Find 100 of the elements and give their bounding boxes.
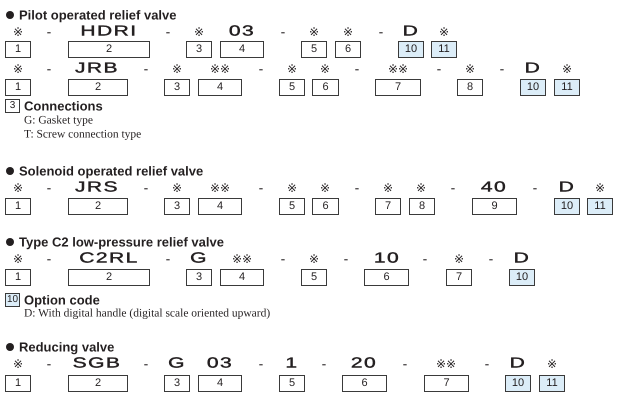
code-hyphen: - (166, 252, 170, 266)
position-number-box: 1 (5, 198, 31, 215)
code-placeholder-mark: ※※ (232, 252, 252, 266)
code-placeholder-mark: ※ (12, 181, 24, 195)
code-hyphen: - (532, 180, 538, 196)
code-hyphen: - (422, 252, 428, 266)
position-number-box: 2 (68, 375, 128, 392)
code-hyphen: - (258, 180, 264, 196)
model-code-text: 40 (480, 180, 508, 196)
code-placeholder-mark: ※ (320, 62, 330, 76)
code-hyphen: - (436, 62, 442, 76)
code-placeholder-mark: ※ (308, 252, 320, 266)
code-hyphen: - (144, 356, 148, 372)
option-description: T: Screw connection type (24, 128, 142, 142)
code-hyphen: - (46, 356, 52, 372)
code-placeholder-mark: ※ (308, 25, 320, 39)
position-number-box: 11 (431, 41, 457, 58)
position-number-box: 2 (68, 79, 128, 96)
code-hyphen: - (46, 252, 52, 266)
code-placeholder-mark: ※ (454, 252, 464, 266)
code-placeholder-mark: ※ (286, 62, 298, 76)
position-number-box: 4 (220, 269, 264, 286)
code-hyphen: - (46, 24, 52, 40)
model-code-text: JRB (74, 62, 120, 76)
code-hyphen: - (280, 24, 286, 40)
model-code-text: SGB (72, 356, 122, 372)
code-placeholder-mark: ※ (562, 62, 572, 76)
position-number-box: 4 (198, 198, 242, 215)
code-placeholder-mark: ※ (194, 25, 204, 39)
code-placeholder-mark: ※ (464, 62, 476, 76)
model-code-text: 1 (285, 356, 299, 372)
code-placeholder-mark: ※※ (210, 62, 230, 76)
position-number-box: 10 (505, 375, 531, 392)
position-number-box: 5 (279, 375, 305, 392)
code-hyphen: - (144, 180, 148, 196)
position-number-box: 1 (5, 41, 31, 58)
section-heading: Solenoid operated relief valve (19, 164, 204, 178)
code-placeholder-mark: ※ (594, 181, 606, 195)
code-placeholder-mark: ※ (342, 25, 354, 39)
code-hyphen: - (258, 62, 264, 76)
position-number-box: 11 (587, 198, 613, 215)
position-number-box: 3 (186, 269, 212, 286)
position-number-box: 7 (446, 269, 472, 286)
model-code-text: G (168, 356, 186, 372)
code-hyphen: - (354, 62, 360, 76)
position-number-box: 11 (554, 79, 580, 96)
position-number-box: 7 (375, 79, 421, 96)
code-hyphen: - (322, 356, 326, 372)
section-heading: Type C2 low-pressure relief valve (19, 234, 224, 250)
position-number-box: 2 (68, 269, 150, 286)
code-hyphen: - (280, 252, 286, 266)
position-number-box: 5 (279, 79, 305, 96)
model-code-text: 10 (374, 252, 400, 266)
code-hyphen: - (402, 356, 408, 372)
code-placeholder-mark: ※ (320, 181, 330, 195)
field-heading: Connections (24, 98, 103, 114)
position-number-box: 3 (164, 375, 190, 392)
model-code-text: D (510, 356, 526, 372)
model-code-text: G (190, 252, 208, 266)
position-number-box: 4 (198, 79, 242, 96)
code-placeholder-mark: ※ (286, 181, 298, 195)
position-number-box: 10 (520, 79, 546, 96)
position-number-box: 3 (164, 198, 190, 215)
position-number-box: 7 (424, 375, 469, 392)
code-placeholder-mark: ※※ (436, 357, 456, 371)
position-number-box: 6 (312, 79, 339, 96)
code-hyphen: - (488, 252, 494, 266)
position-number-box: 5 (279, 198, 305, 215)
position-number-box: 3 (164, 79, 190, 96)
code-hyphen: - (46, 180, 52, 196)
position-number-box: 5 (301, 41, 327, 58)
position-number-box: 6 (335, 41, 361, 58)
code-hyphen: - (484, 356, 490, 372)
position-number-box: 3 (5, 99, 20, 113)
position-number-box: 8 (457, 79, 483, 96)
position-number-box: 1 (5, 269, 31, 286)
code-placeholder-mark: ※ (12, 357, 24, 371)
position-number-box: 9 (472, 198, 517, 215)
code-placeholder-mark: ※ (172, 181, 182, 195)
field-heading: Option code (24, 292, 100, 308)
model-code-text: D (524, 62, 542, 76)
position-number-box: 3 (186, 41, 212, 58)
model-code-text: HDRI (80, 24, 138, 40)
code-placeholder-mark: ※ (12, 252, 24, 266)
model-code-text: 03 (228, 24, 256, 40)
model-code-text: JRS (74, 180, 120, 196)
model-code-text: D (402, 24, 420, 40)
code-hyphen: - (344, 252, 348, 266)
model-code-text: 03 (206, 356, 234, 372)
code-placeholder-mark: ※ (12, 62, 24, 76)
position-number-box: 1 (5, 79, 31, 96)
option-description: D: With digital handle (digital scale oriented upward) (24, 308, 270, 320)
position-number-box: 6 (364, 269, 409, 286)
code-placeholder-mark: ※※ (210, 181, 230, 195)
code-placeholder-mark: ※ (438, 25, 450, 39)
model-code-text: C2RL (79, 252, 139, 266)
position-number-box: 11 (539, 375, 565, 392)
position-number-box: 10 (554, 198, 580, 215)
code-hyphen: - (378, 24, 384, 40)
section-heading: Reducing valve (19, 340, 114, 354)
